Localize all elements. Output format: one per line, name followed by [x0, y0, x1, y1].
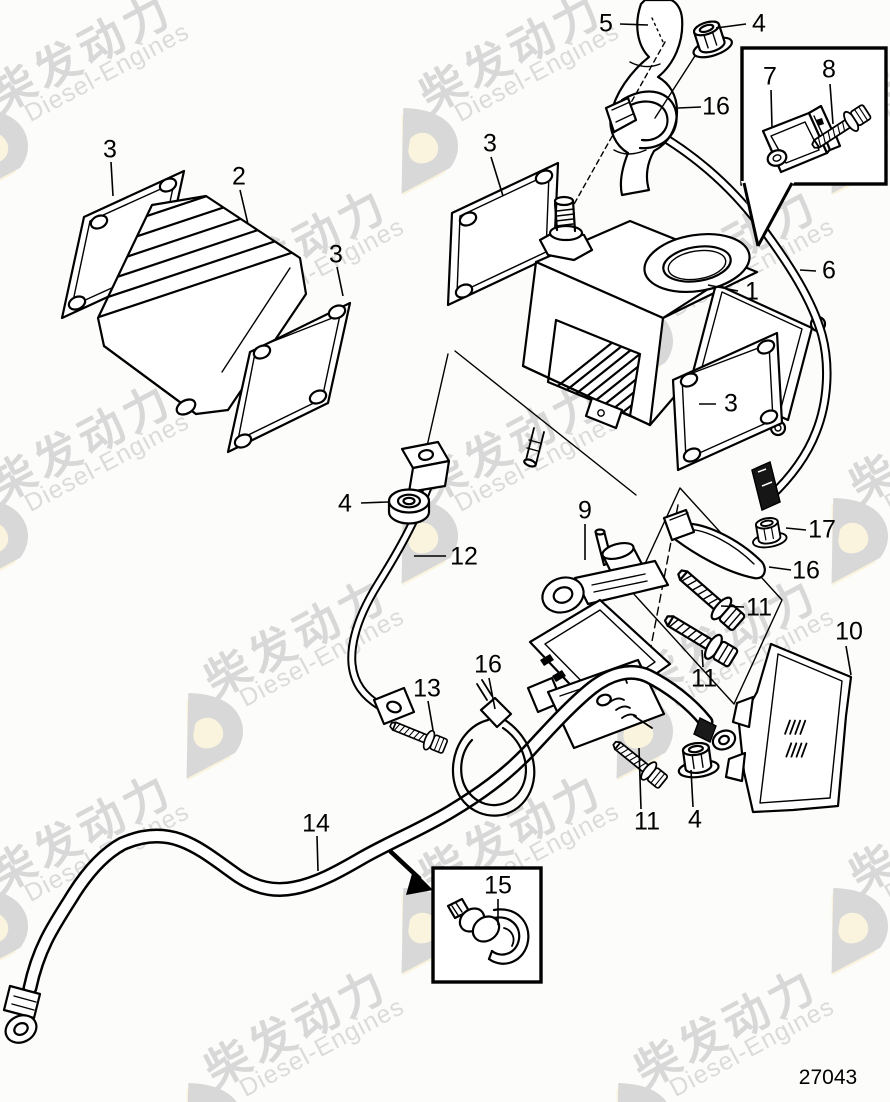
clamp-16-mid [662, 508, 766, 580]
gasket-3-lower [671, 331, 784, 472]
inset-box-15 [388, 849, 543, 984]
gasket-3-upper [446, 161, 560, 307]
gasket-3-center [226, 301, 352, 454]
nut-4-top [684, 15, 736, 63]
part-6-cable [637, 120, 832, 512]
spacer-nut-4-mid [387, 488, 431, 525]
part-9-relay-assembly [526, 528, 672, 750]
leader-lines [110, 23, 852, 925]
nut-4-bottom [674, 739, 721, 781]
part-10-bracket-plate [724, 642, 853, 814]
drawing-number: 27043 [798, 1066, 858, 1089]
screw-13 [386, 714, 450, 757]
cable-tie-16-bottom [451, 679, 536, 817]
nut-17 [748, 514, 789, 551]
inset-box-7-8 [740, 46, 888, 247]
part-12-cable [347, 440, 451, 726]
plate-marking [784, 719, 808, 758]
clamp-16-top [604, 90, 678, 150]
part-14-battery-cable [2, 665, 737, 1044]
